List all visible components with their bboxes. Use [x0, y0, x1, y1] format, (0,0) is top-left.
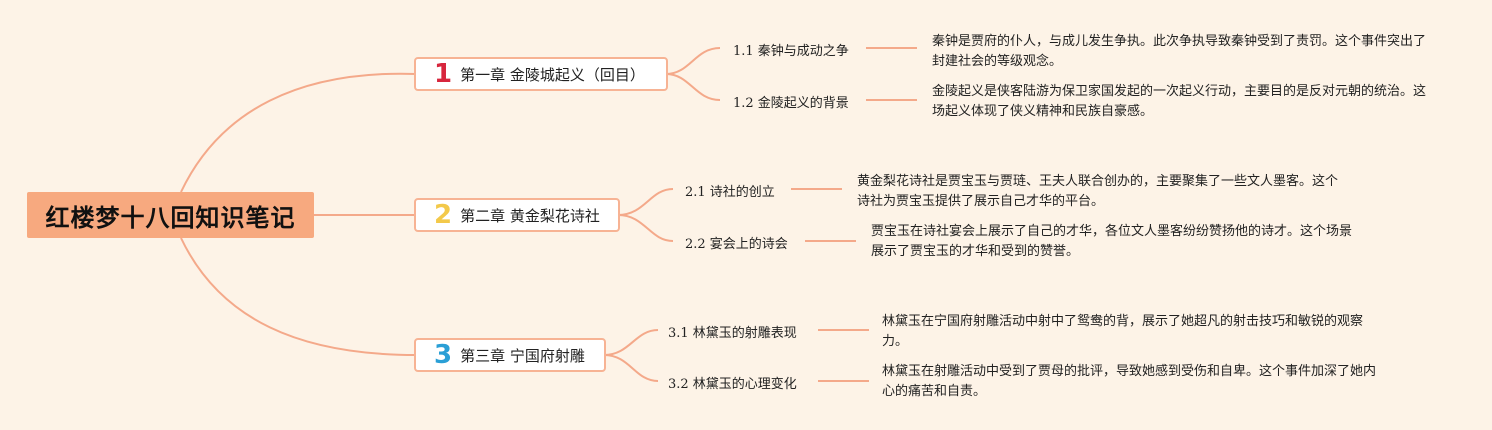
- chapter-1-number: 1: [434, 59, 453, 89]
- connector-ch3-sub2: [603, 354, 659, 382]
- chapter-2-number: 2: [434, 200, 453, 230]
- sub-3-1[interactable]: 3.1 林黛玉的射雕表现: [668, 326, 797, 341]
- note-1-1: 秦钟是贾府的仆人，与成儿发生争执。此次争执导致秦钟受到了责罚。这个事件突出了封建…: [932, 34, 1427, 69]
- chapter-3-number: 3: [434, 340, 453, 370]
- sub-1-2[interactable]: 1.2 金陵起义的背景: [733, 96, 849, 111]
- root-title: 红楼梦十八回知识笔记: [45, 203, 296, 232]
- connector-ch2-sub1: [617, 188, 674, 216]
- chapter-1-node[interactable]: 1 第一章 金陵城起义（回目）: [414, 57, 668, 91]
- chapter-2-label: 第二章 黄金梨花诗社: [460, 206, 600, 225]
- sub-1-1[interactable]: 1.1 秦钟与成动之争: [733, 44, 849, 59]
- connector-ch1-sub1: [665, 47, 721, 75]
- connector-ch2-sub2: [617, 214, 674, 242]
- connector-root-ch1: [180, 72, 417, 193]
- note-3-2: 林黛玉在射雕活动中受到了贾母的批评，导致她感到受伤和自卑。这个事件加深了她内心的…: [882, 364, 1377, 399]
- note-2-2: 贾宝玉在诗社宴会上展示了自己的才华，各位文人墨客纷纷赞扬他的诗才。这个场景展示了…: [871, 224, 1353, 259]
- note-1-2: 金陵起义是侠客陆游为保卫家国发起的一次起义行动，主要目的是反对元朝的统治。这场起…: [932, 84, 1427, 119]
- note-2-1: 黄金梨花诗社是贾宝玉与贾琏、王夫人联合创办的，主要聚集了一些文人墨客。这个诗社为…: [857, 174, 1339, 209]
- connector-ch3-sub1: [603, 329, 659, 356]
- chapter-2-node[interactable]: 2 第二章 黄金梨花诗社: [414, 198, 620, 232]
- chapter-1-label: 第一章 金陵城起义（回目）: [460, 65, 645, 84]
- sub-2-1[interactable]: 2.1 诗社的创立: [685, 185, 775, 200]
- chapter-3-node[interactable]: 3 第三章 宁国府射雕: [414, 338, 606, 372]
- connector-root-ch3: [180, 237, 417, 356]
- sub-2-2[interactable]: 2.2 宴会上的诗会: [685, 237, 788, 252]
- root-topic[interactable]: 红楼梦十八回知识笔记: [27, 192, 314, 238]
- connector-ch1-sub2: [665, 73, 721, 101]
- chapter-3-label: 第三章 宁国府射雕: [460, 346, 585, 365]
- sub-3-2[interactable]: 3.2 林黛玉的心理变化: [668, 377, 797, 392]
- note-3-1: 林黛玉在宁国府射雕活动中射中了鸳鸯的背，展示了她超凡的射击技巧和敏锐的观察力。: [882, 314, 1364, 349]
